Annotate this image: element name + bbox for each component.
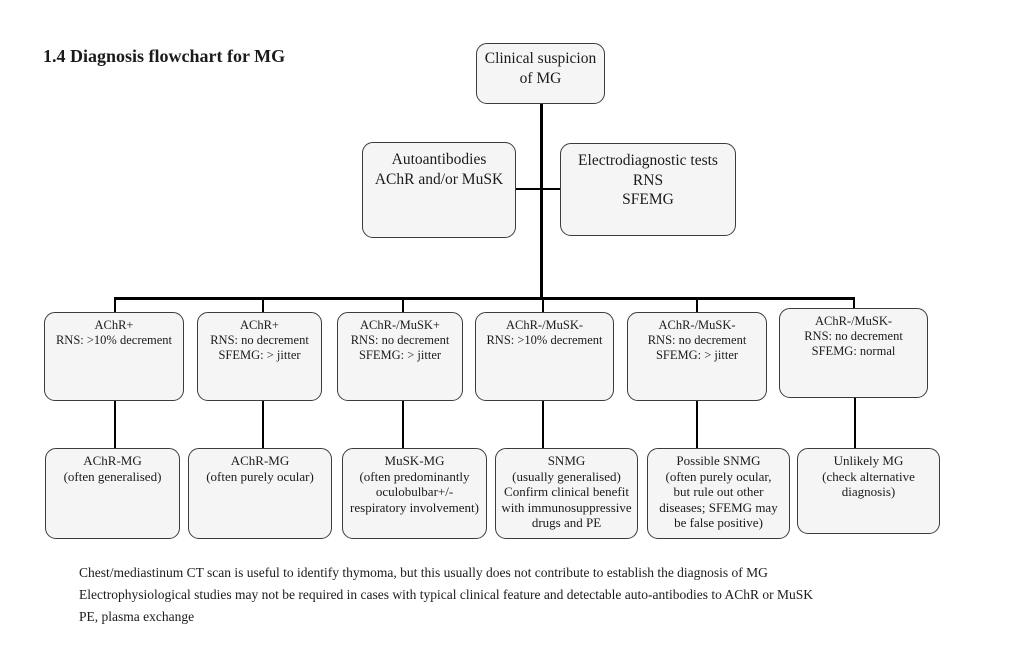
node-text-line: respiratory involvement)	[350, 499, 479, 515]
node-text-line: RNS: no decrement	[210, 333, 309, 347]
node-text-line: AChR+	[94, 318, 134, 332]
node-text-line: SNMG	[547, 453, 586, 468]
connector-stub-result-3	[402, 298, 404, 313]
node-text-line: oculobulbar+/-	[375, 484, 454, 499]
connector-stub-diagnosis-5	[696, 400, 698, 448]
node-text-line: RNS: >10% decrement	[55, 333, 173, 347]
node-diagnosis-6: Unlikely MG (check alternative diagnosis…	[797, 448, 940, 534]
node-text-line: Clinical suspicion	[484, 50, 597, 67]
footnote: Chest/mediastinum CT scan is useful to i…	[79, 565, 768, 580]
node-text-line: AChR-MG	[230, 453, 290, 468]
node-text-line: Confirm clinical benefit	[504, 484, 629, 499]
node-text-line: RNS: >10% decrement	[486, 333, 603, 347]
node-text-line: (often purely ocular,	[665, 468, 772, 484]
footnote: Electrophysiological studies may not be …	[79, 587, 814, 602]
node-text-line: Unlikely MG	[833, 453, 904, 468]
connector-stub-result-2	[262, 298, 264, 313]
connector-stub-diagnosis-1	[114, 400, 116, 448]
node-text-line: diseases; SFEMG may	[659, 499, 778, 515]
connector-bus	[114, 297, 855, 300]
node-text-line: Autoantibodies	[391, 151, 487, 168]
node-diagnosis-4: SNMG (usually generalised) Confirm clini…	[495, 448, 638, 539]
connector-stub-diagnosis-2	[262, 400, 264, 448]
node-text-line: SFEMG: > jitter	[218, 348, 301, 362]
connector-stub-result-6	[853, 298, 855, 309]
node-text-line: RNS: no decrement	[804, 329, 903, 343]
node-text-line: (usually generalised)	[512, 468, 621, 484]
node-text-line: of MG	[519, 69, 562, 87]
node-text-line: drugs and PE	[531, 515, 602, 530]
node-result-1: AChR+ RNS: >10% decrement	[44, 312, 184, 401]
footnotes: Chest/mediastinum CT scan is useful to i…	[79, 562, 813, 628]
node-text-line: RNS: no decrement	[647, 333, 747, 347]
node-text-line: diagnosis)	[841, 484, 896, 499]
node-text-line: AChR-/MuSK-	[814, 314, 893, 328]
node-diagnosis-2: AChR-MG (often purely ocular)	[188, 448, 332, 539]
node-text-line: SFEMG: > jitter	[358, 348, 442, 362]
node-text-line: but rule out other	[673, 484, 764, 499]
footnote: PE, plasma exchange	[79, 609, 195, 624]
node-text-line: AChR-/MuSK-	[505, 318, 584, 332]
node-result-5: AChR-/MuSK- RNS: no decrement SFEMG: > j…	[627, 312, 767, 401]
node-text-line: (often predominantly	[359, 468, 470, 484]
node-text-line: SFEMG: > jitter	[655, 348, 739, 362]
node-autoantibodies: Autoantibodies AChR and/or MuSK	[362, 142, 516, 238]
node-clinical-suspicion: Clinical suspicion of MG	[476, 43, 605, 104]
node-text-line: AChR+	[239, 318, 279, 332]
node-text-line: RNS: no decrement	[350, 333, 450, 347]
node-result-3: AChR-/MuSK+ RNS: no decrement SFEMG: > j…	[337, 312, 463, 401]
node-text-line: SFEMG: normal	[811, 344, 896, 358]
connector-stub-diagnosis-3	[402, 400, 404, 448]
section-title: 1.4 Diagnosis flowchart for MG	[43, 46, 286, 66]
node-text-line: be false positive)	[674, 515, 763, 530]
node-text-line: Electrodiagnostic tests	[578, 152, 718, 169]
node-diagnosis-3: MuSK-MG (often predominantly oculobulbar…	[342, 448, 487, 539]
node-text-line: AChR and/or MuSK	[374, 170, 504, 188]
connector-trunk	[540, 102, 543, 299]
node-text-line: (check alternative	[822, 468, 915, 484]
connector-stub-diagnosis-6	[854, 397, 856, 448]
node-text-line: Possible SNMG	[676, 453, 761, 468]
node-text-line: with immunosuppressive	[501, 499, 632, 515]
node-text-line: MuSK-MG	[384, 453, 445, 468]
connector-stub-result-5	[696, 298, 698, 313]
node-electrodiagnostic-tests: Electrodiagnostic tests RNS SFEMG	[560, 143, 736, 236]
node-text-line: SFEMG	[622, 191, 674, 208]
connector-stub-result-4	[542, 298, 544, 313]
node-diagnosis-1: AChR-MG (often generalised)	[45, 448, 180, 539]
node-result-6: AChR-/MuSK- RNS: no decrement SFEMG: nor…	[779, 308, 928, 398]
node-text-line: (often generalised)	[63, 468, 162, 484]
node-text-line: AChR-/MuSK-	[658, 318, 736, 332]
connector-stub-result-1	[114, 298, 116, 313]
connector-branch-crossbar	[514, 188, 562, 190]
node-result-2: AChR+ RNS: no decrement SFEMG: > jitter	[197, 312, 322, 401]
node-result-4: AChR-/MuSK- RNS: >10% decrement	[475, 312, 614, 401]
node-diagnosis-5: Possible SNMG (often purely ocular, but …	[647, 448, 790, 539]
node-text-line: RNS	[632, 171, 664, 189]
node-text-line: (often purely ocular)	[206, 468, 314, 484]
node-text-line: AChR-MG	[83, 453, 142, 468]
node-text-line: AChR-/MuSK+	[360, 318, 440, 332]
connector-stub-diagnosis-4	[542, 400, 544, 448]
